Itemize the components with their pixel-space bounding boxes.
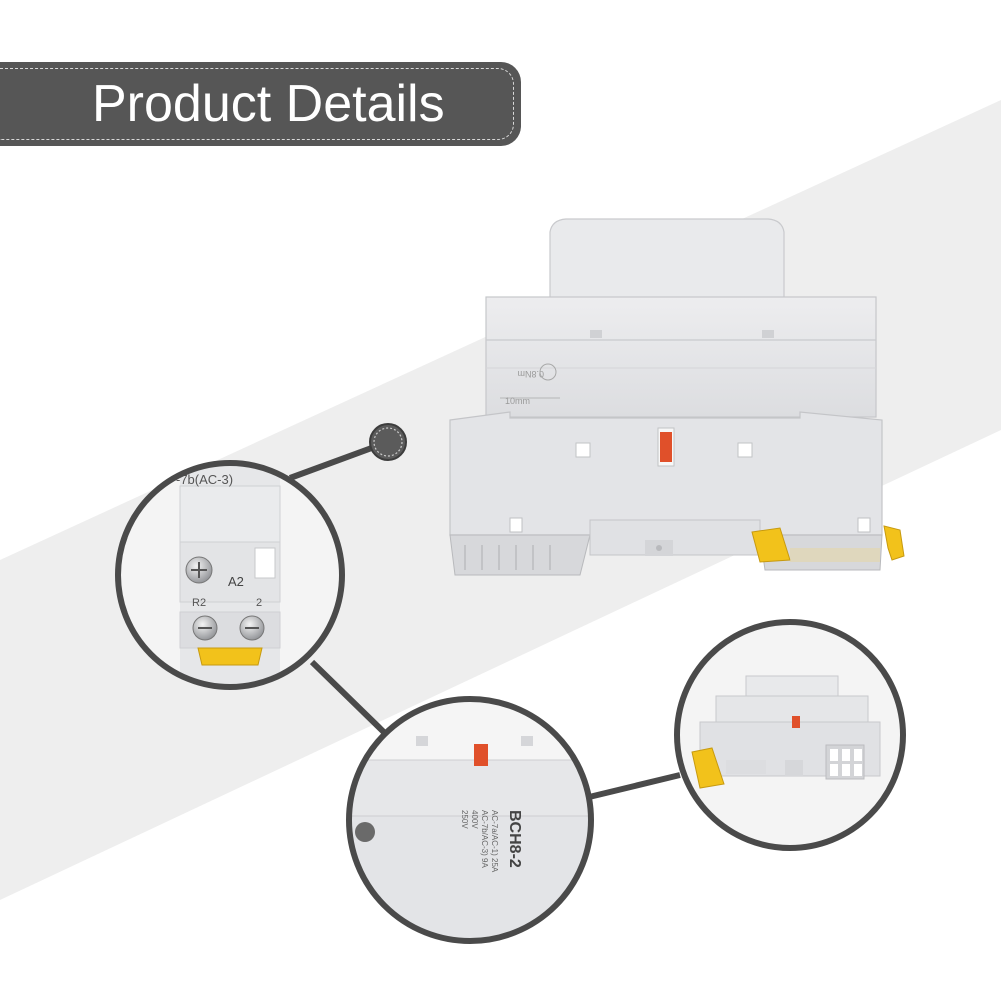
- torque-label: 0.8Nm: [517, 369, 544, 379]
- callout-pin: [369, 423, 407, 461]
- terminal-r2-label: R2: [192, 597, 206, 609]
- header-banner: [0, 62, 521, 146]
- terminal-a2-label: A2: [228, 574, 244, 589]
- spec-line-4: 250V: [460, 810, 469, 829]
- spec-line-3: 400V: [470, 810, 479, 829]
- header-banner-dashed-border: [0, 68, 514, 140]
- model-code: BCH8-2: [506, 810, 523, 868]
- zoom-side-view: [674, 619, 906, 851]
- contactor-device: 0.8Nm 10mm: [449, 218, 905, 576]
- status-indicator: [660, 432, 672, 462]
- spec-line-2: AC-7b/AC-3) 9A: [480, 810, 489, 868]
- strip-length-label: 10mm: [505, 396, 530, 406]
- zoom-terminals: -7b(AC-3) A2 R2 2: [115, 460, 345, 690]
- zoom-label-view: BCH8-2 AC-7a/AC-1) 25A AC-7b/AC-3) 9A 40…: [346, 696, 594, 944]
- page-title: Product Details: [92, 75, 445, 133]
- rating-label: -7b(AC-3): [176, 472, 233, 487]
- terminal-2-label: 2: [256, 597, 262, 609]
- spec-line-1: AC-7a/AC-1) 25A: [490, 810, 499, 873]
